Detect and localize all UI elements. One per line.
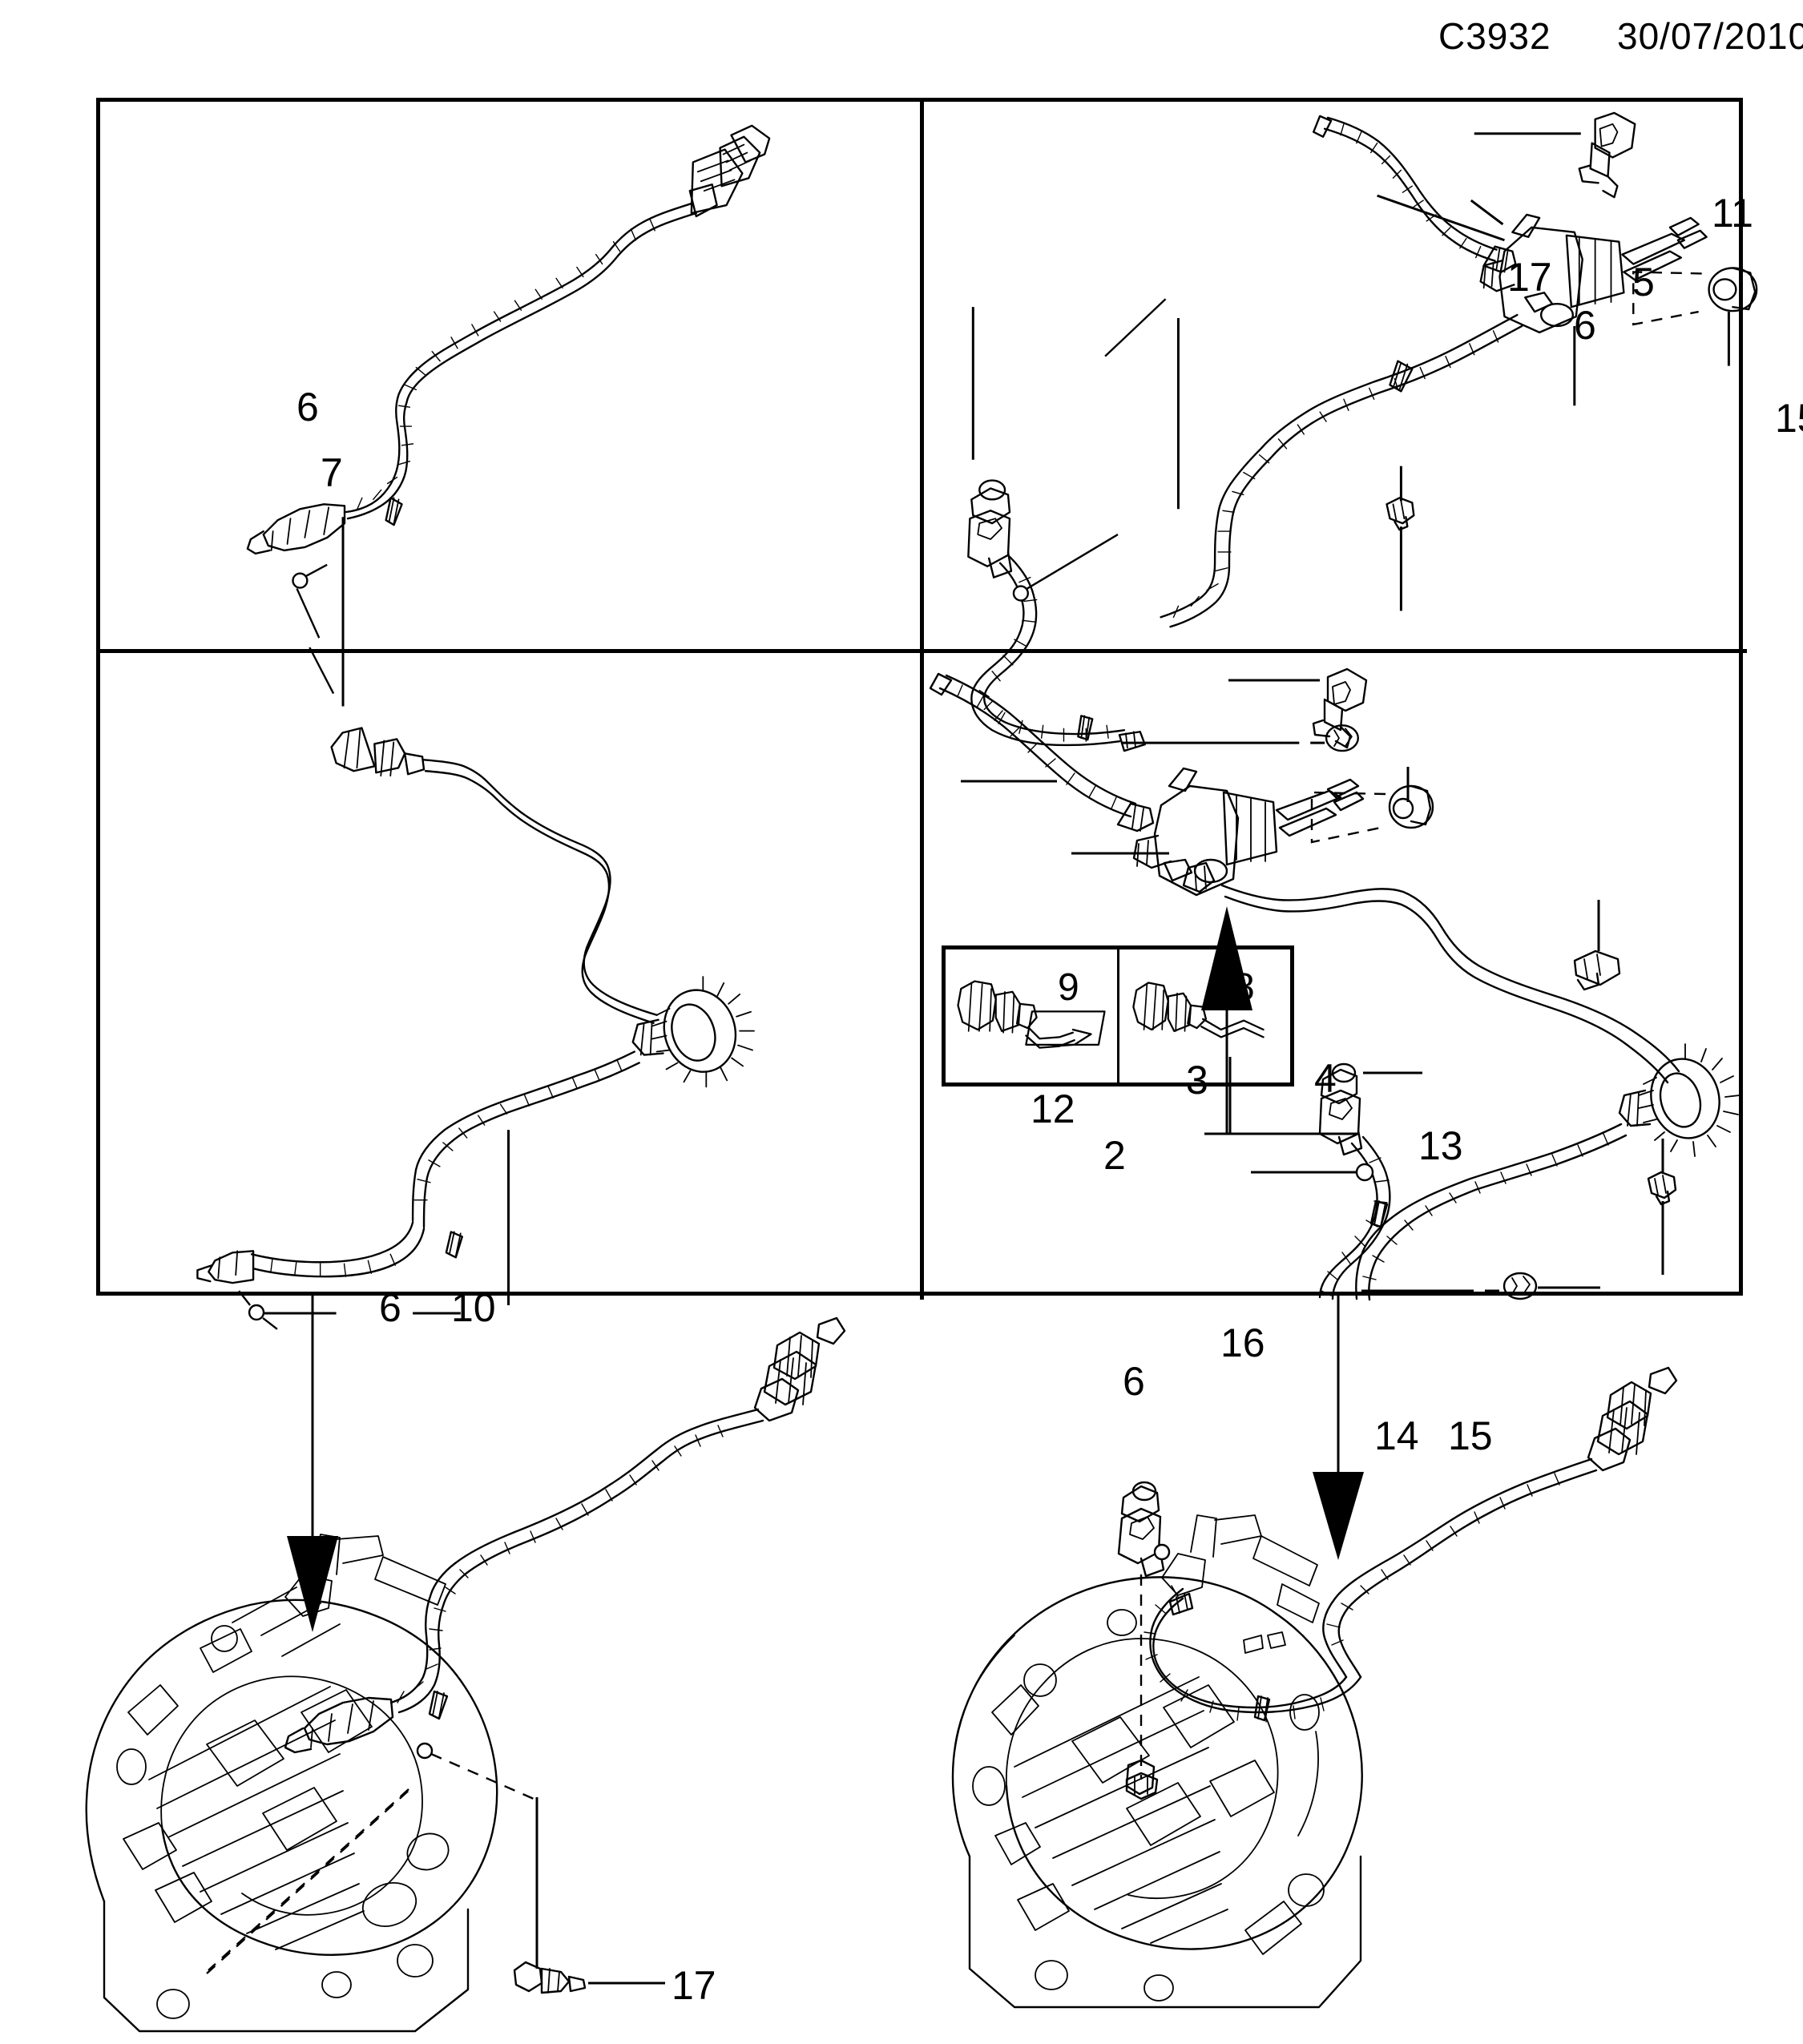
gearbox-with-hose-left: [85, 1296, 846, 2033]
panel-top-left: 6 7: [100, 102, 924, 707]
page-header: C3932 30/07/2010: [0, 0, 1803, 80]
callout-12: 12: [1031, 1087, 1075, 1131]
drawing-date: 30/07/2010: [1617, 15, 1803, 57]
callout-15: 15: [1775, 396, 1803, 441]
arrow-down-right: [1313, 1296, 1364, 1560]
master-cylinder-body-2: [1132, 767, 1365, 897]
callout-4: 4: [1314, 1056, 1337, 1101]
inset-label-8: 8: [1233, 966, 1255, 1009]
clip-part-13: [1573, 949, 1621, 991]
callout-3: 3: [1186, 1058, 1208, 1103]
callout-7: 7: [321, 450, 343, 495]
callout-6: 6: [1123, 1359, 1145, 1404]
inset-box-group: 9 8: [942, 945, 1294, 1087]
callout-17: 17: [672, 1963, 716, 2008]
panel-bottom-left: 6 10: [100, 653, 924, 1330]
callout-14: 14: [1374, 1413, 1419, 1458]
drawing-code: C3932: [1438, 15, 1551, 57]
callout-17: 17: [1507, 255, 1552, 300]
crimp-collar-right: [1618, 1043, 1740, 1157]
clip-part-3: [1578, 111, 1636, 199]
callout-10: 10: [451, 1285, 496, 1330]
master-cylinder-assembly-drawing: [967, 111, 1758, 752]
panel-top-right: 3 11 17 5 6 1 4 15: [924, 102, 1803, 752]
arrow-down: [287, 1296, 338, 1632]
hose-end-fitting-with-bracket-icon: [957, 980, 1106, 1049]
inset-part-9: 9: [942, 945, 1119, 1087]
bleed-fitting-right: [1125, 1759, 1159, 1800]
panel-grid: 6 7: [96, 98, 1803, 1456]
cast-marking: [1243, 1631, 1286, 1654]
clip-part-15: [1386, 497, 1415, 531]
callout-16: 16: [1220, 1320, 1265, 1365]
hose-end-fitting-icon: [1132, 982, 1265, 1038]
callout-6: 6: [379, 1285, 401, 1330]
callout-6: 6: [1574, 303, 1596, 348]
bleed-screw-17: [513, 1961, 587, 1994]
callout-13: 13: [1418, 1123, 1463, 1168]
clip-part-15b: [1647, 1171, 1677, 1206]
callout-2: 2: [1103, 1133, 1126, 1178]
gearbox-with-hose-right: [951, 1296, 1678, 2009]
inset-label-9: 9: [1058, 966, 1079, 1009]
hydraulic-line-drawing-10: [196, 727, 755, 1330]
callout-15: 15: [1448, 1413, 1493, 1458]
grommet-part-4: [1708, 267, 1758, 312]
clip-part-3b: [1312, 667, 1368, 749]
bracket-upper-right: [1117, 1481, 1165, 1578]
gearbox-housing-right: [951, 1514, 1363, 2009]
grommet-part-4b: [1388, 784, 1434, 829]
gearbox-housing-left: [85, 1534, 498, 2033]
callout-5: 5: [1632, 260, 1655, 304]
callout-11: 11: [1712, 191, 1753, 236]
bracket-part-17: [967, 479, 1013, 579]
transmission-assembly-right: [922, 1296, 1763, 2044]
inset-part-8: 8: [1117, 945, 1294, 1087]
callout-6: 6: [296, 385, 319, 429]
crimp-collar: [631, 976, 755, 1088]
hydraulic-line-drawing-7: [246, 124, 771, 707]
transmission-assembly-left: 17: [72, 1296, 873, 2044]
